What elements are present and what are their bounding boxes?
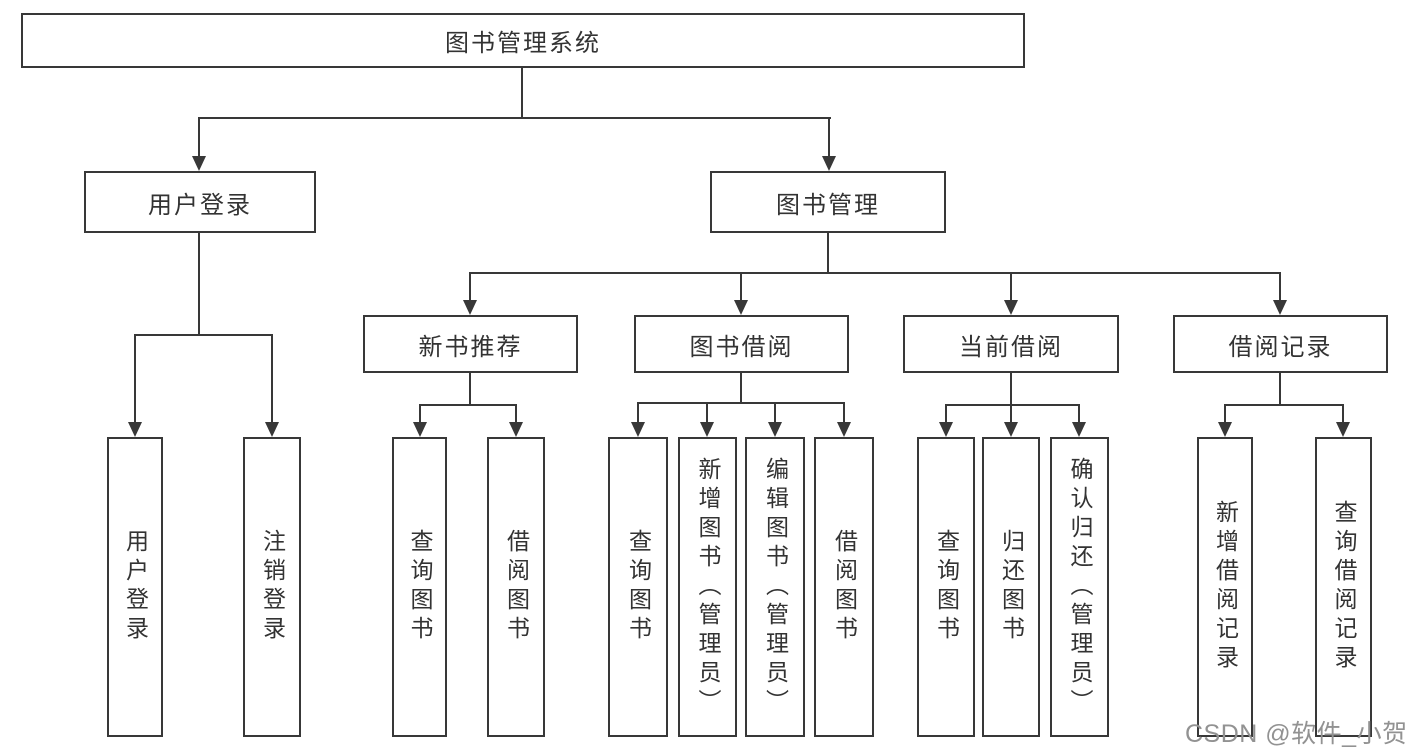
leaf-label: 查询图书	[933, 529, 960, 645]
arrowhead-icon	[265, 422, 279, 437]
node-user-login: 用户登录	[84, 171, 316, 233]
connector-line	[774, 402, 776, 422]
leaf-label: 确认归还（管理员）	[1067, 456, 1093, 718]
leaf-label: 借阅图书	[503, 529, 530, 645]
node-label: 借阅记录	[1228, 333, 1333, 361]
arrowhead-icon	[734, 300, 748, 315]
leaf-query-books-recommend: 查询图书	[392, 437, 447, 737]
arrowhead-icon	[939, 422, 953, 437]
connector-line	[271, 334, 273, 422]
connector-line	[945, 404, 1080, 406]
leaf-label: 用户登录	[122, 529, 149, 645]
arrowhead-icon	[1004, 422, 1018, 437]
node-label: 用户登录	[148, 191, 252, 219]
arrowhead-icon	[1004, 300, 1018, 315]
connector-line	[521, 68, 523, 119]
leaf-query-books-current: 查询图书	[917, 437, 975, 737]
leaf-logout: 注销登录	[243, 437, 301, 737]
leaf-label: 查询图书	[625, 529, 652, 645]
connector-line	[1342, 404, 1344, 422]
connector-line	[198, 117, 831, 119]
connector-line	[419, 404, 421, 422]
connector-line	[1279, 373, 1281, 406]
node-label: 当前借阅	[959, 333, 1063, 361]
connector-line	[1010, 373, 1012, 406]
connector-line	[945, 404, 947, 422]
leaf-add-books-admin: 新增图书（管理员）	[678, 437, 737, 737]
node-library-system: 图书管理系统	[21, 13, 1025, 68]
arrowhead-icon	[768, 422, 782, 437]
leaf-edit-books-admin: 编辑图书（管理员）	[745, 437, 805, 737]
leaf-borrow-books: 借阅图书	[814, 437, 874, 737]
node-label: 图书借阅	[689, 333, 794, 361]
connector-line	[469, 272, 1281, 274]
leaf-confirm-return-admin: 确认归还（管理员）	[1050, 437, 1109, 737]
node-label: 新书推荐	[418, 333, 523, 361]
connector-line	[134, 334, 273, 336]
connector-line	[198, 117, 200, 157]
arrowhead-icon	[1336, 422, 1350, 437]
leaf-label: 借阅图书	[831, 529, 858, 645]
connector-line	[706, 402, 708, 422]
node-book-borrowing: 图书借阅	[634, 315, 849, 373]
node-label: 图书管理系统	[445, 30, 601, 57]
node-label: 图书管理	[776, 191, 880, 219]
arrowhead-icon	[1072, 422, 1086, 437]
leaf-borrow-books-recommend: 借阅图书	[487, 437, 545, 737]
connector-line	[469, 272, 471, 301]
leaf-label: 查询借阅记录	[1331, 500, 1357, 674]
arrowhead-icon	[128, 422, 142, 437]
connector-line	[637, 402, 639, 422]
arrowhead-icon	[509, 422, 523, 437]
leaf-add-borrow-record: 新增借阅记录	[1197, 437, 1253, 737]
connector-line	[827, 233, 829, 274]
connector-line	[740, 272, 742, 301]
arrowhead-icon	[837, 422, 851, 437]
connector-line	[1010, 404, 1012, 422]
leaf-label: 新增借阅记录	[1212, 500, 1239, 674]
connector-line	[515, 404, 517, 422]
connector-line	[134, 334, 136, 422]
connector-line	[828, 117, 830, 157]
arrowhead-icon	[822, 156, 836, 171]
arrowhead-icon	[631, 422, 645, 437]
connector-line	[1279, 272, 1281, 301]
arrowhead-icon	[192, 156, 206, 171]
connector-line	[1224, 404, 1226, 422]
arrowhead-icon	[413, 422, 427, 437]
connector-line	[740, 373, 742, 404]
connector-line	[1224, 404, 1344, 406]
connector-line	[198, 233, 200, 336]
node-new-book-recommend: 新书推荐	[363, 315, 578, 373]
leaf-label: 查询图书	[407, 529, 433, 645]
leaf-query-borrow-record: 查询借阅记录	[1315, 437, 1372, 737]
arrowhead-icon	[1273, 300, 1287, 315]
leaf-return-books: 归还图书	[982, 437, 1040, 737]
arrowhead-icon	[463, 300, 477, 315]
leaf-query-books-borrowing: 查询图书	[608, 437, 668, 737]
arrowhead-icon	[1218, 422, 1232, 437]
connector-line	[419, 404, 516, 406]
node-current-borrowing: 当前借阅	[903, 315, 1119, 373]
connector-line	[1078, 404, 1080, 422]
node-borrowing-records: 借阅记录	[1173, 315, 1388, 373]
connector-line	[843, 402, 845, 422]
connector-line	[469, 373, 471, 406]
node-book-management: 图书管理	[710, 171, 946, 233]
arrowhead-icon	[700, 422, 714, 437]
leaf-label: 编辑图书（管理员）	[762, 456, 789, 718]
leaf-user-login: 用户登录	[107, 437, 163, 737]
connector-line	[1010, 272, 1012, 301]
leaf-label: 归还图书	[998, 529, 1025, 645]
watermark-text: CSDN @软件_小贺同学	[1185, 720, 1405, 747]
leaf-label: 新增图书（管理员）	[695, 456, 721, 718]
leaf-label: 注销登录	[259, 529, 286, 645]
connector-line	[637, 402, 844, 404]
